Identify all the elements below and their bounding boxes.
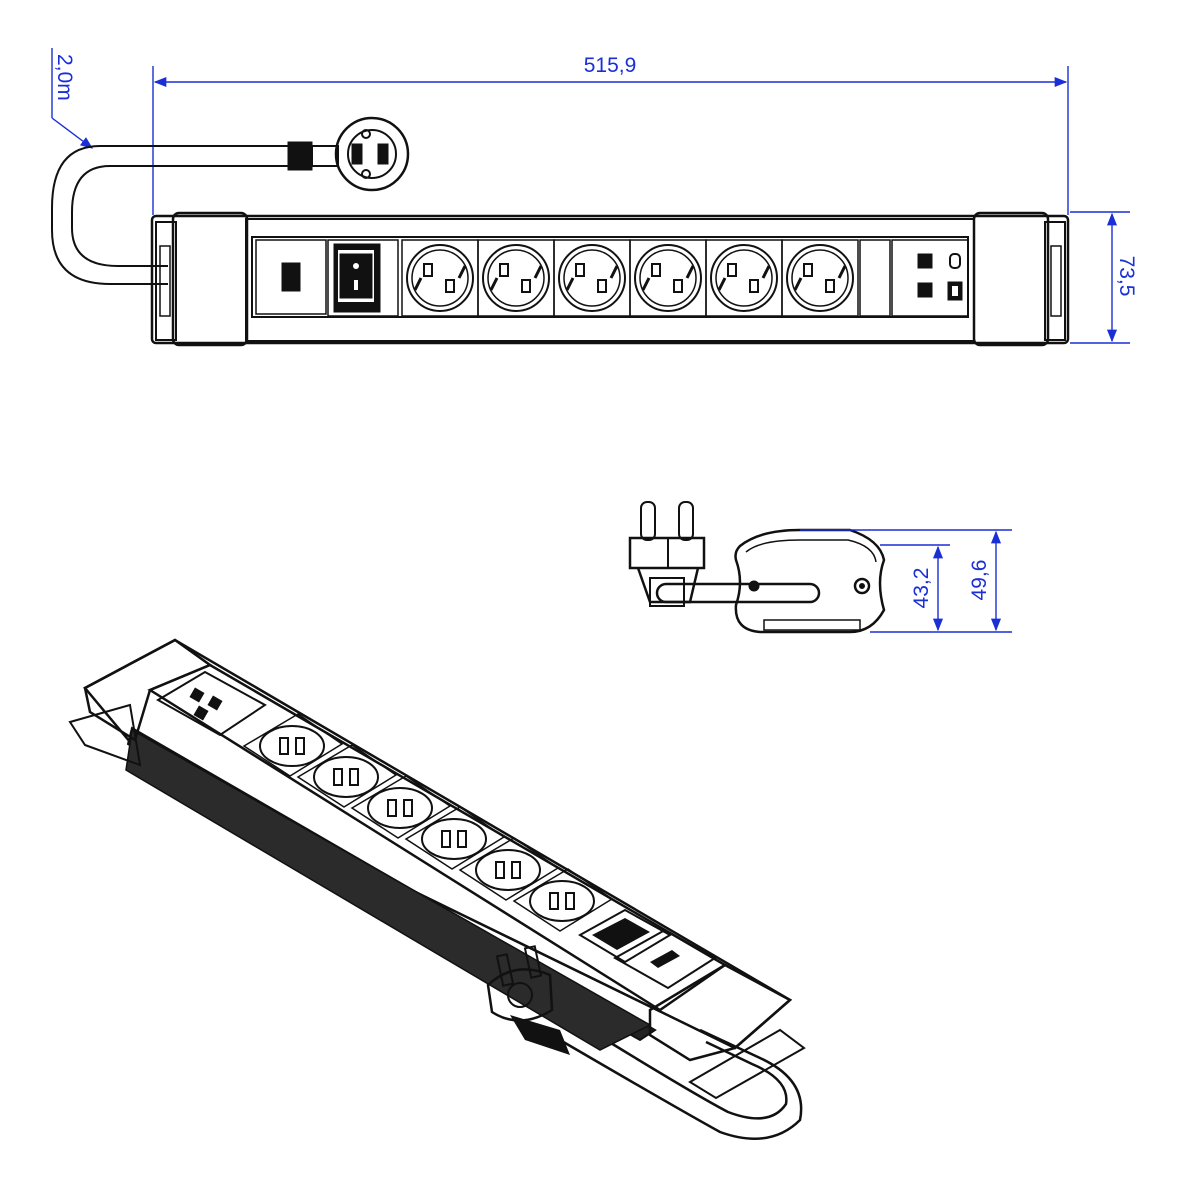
socket-icon: [553, 239, 631, 317]
depth-outer-label: 49,6: [968, 560, 991, 601]
socket-iso-icon: [458, 837, 560, 901]
socket-icon: [401, 239, 479, 317]
front-view: 515,9 2,0m: [51, 48, 1138, 347]
socket-iso-icon: [404, 806, 506, 870]
socket-row-iso: [242, 713, 614, 932]
length-dimension: 515,9: [152, 54, 1069, 215]
depth-inner-label: 43,2: [910, 568, 933, 609]
end-cap-left: [155, 211, 249, 347]
usb-charger-module: [891, 239, 969, 317]
depth-dimensions: 43,2 49,6: [800, 529, 1012, 633]
power-switch-icon: [327, 239, 399, 317]
schuko-plug-icon: [287, 116, 410, 192]
cable: [51, 145, 290, 285]
plug-iso-icon: [486, 945, 570, 1055]
socket-icon: [705, 239, 783, 317]
plug-side-icon: [628, 501, 706, 607]
side-view: 43,2 49,6: [628, 501, 1012, 634]
socket-icon: [629, 239, 707, 317]
socket-iso-icon: [242, 713, 344, 777]
socket-icon: [477, 239, 555, 317]
blank-spacer: [859, 239, 891, 317]
height-dimension: 73,5: [1070, 211, 1138, 344]
screw-icon: [853, 577, 871, 595]
socket-iso-icon: [350, 775, 452, 839]
cable-length-dimension: 2,0m: [51, 48, 94, 149]
socket-icon: [781, 239, 859, 317]
end-cap-right: [972, 211, 1066, 347]
length-label: 515,9: [584, 54, 637, 77]
brand-logo-module: [255, 239, 327, 315]
socket-iso-icon: [296, 744, 398, 808]
usb-c-port-icon: [949, 253, 961, 269]
height-label: 73,5: [1115, 256, 1138, 297]
cable-length-label: 2,0m: [53, 54, 76, 101]
socket-row-front: [401, 239, 859, 317]
socket-iso-icon: [512, 868, 614, 932]
isometric-view: [68, 638, 806, 1140]
